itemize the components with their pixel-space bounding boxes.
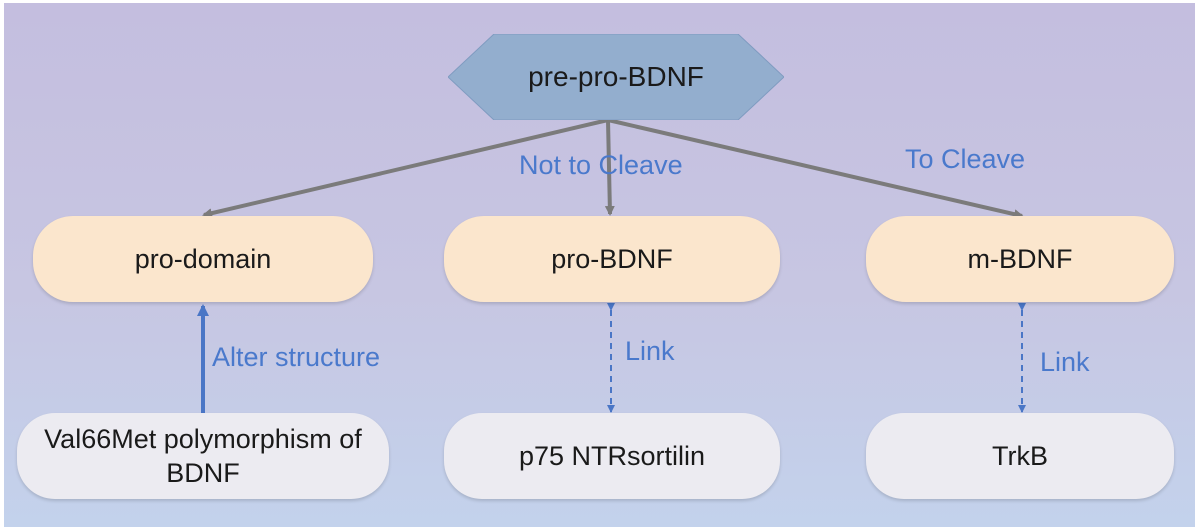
arrow-to-pro-domain bbox=[202, 118, 609, 219]
node-pro-domain: pro-domain bbox=[33, 216, 373, 302]
arrow-to-m-bdnf bbox=[607, 118, 1024, 220]
root-node-label: pre-pro-BDNF bbox=[528, 61, 704, 92]
node-val66met-label: Val66Met polymorphism of BDNF bbox=[44, 424, 362, 488]
label-to-cleave: To Cleave bbox=[905, 144, 1026, 174]
root-node-pre-pro-bdnf: pre-pro-BDNF bbox=[448, 34, 784, 120]
node-val66met: Val66Met polymorphism of BDNF bbox=[17, 413, 389, 499]
hexagon-shape bbox=[448, 34, 784, 120]
node-m-bdnf: m-BDNF bbox=[866, 216, 1174, 302]
node-trkb: TrkB bbox=[866, 413, 1174, 499]
node-m-bdnf-label: m-BDNF bbox=[967, 244, 1073, 274]
arrow-to-pro-bdnf bbox=[604, 119, 615, 216]
label-not-to-cleave: Not to Cleave bbox=[519, 150, 683, 180]
node-p75-ntrsortilin: p75 NTRsortilin bbox=[444, 413, 780, 499]
node-p75-label: p75 NTRsortilin bbox=[518, 441, 706, 471]
node-pro-domain-label: pro-domain bbox=[134, 244, 272, 274]
node-trkb-label: TrkB bbox=[992, 441, 1048, 471]
label-link-right: Link bbox=[1040, 347, 1090, 377]
node-pro-bdnf-label: pro-BDNF bbox=[551, 244, 673, 274]
label-alter-structure: Alter structure bbox=[212, 342, 381, 372]
node-pro-bdnf: pro-BDNF bbox=[444, 216, 780, 302]
label-link-left: Link bbox=[625, 336, 675, 366]
